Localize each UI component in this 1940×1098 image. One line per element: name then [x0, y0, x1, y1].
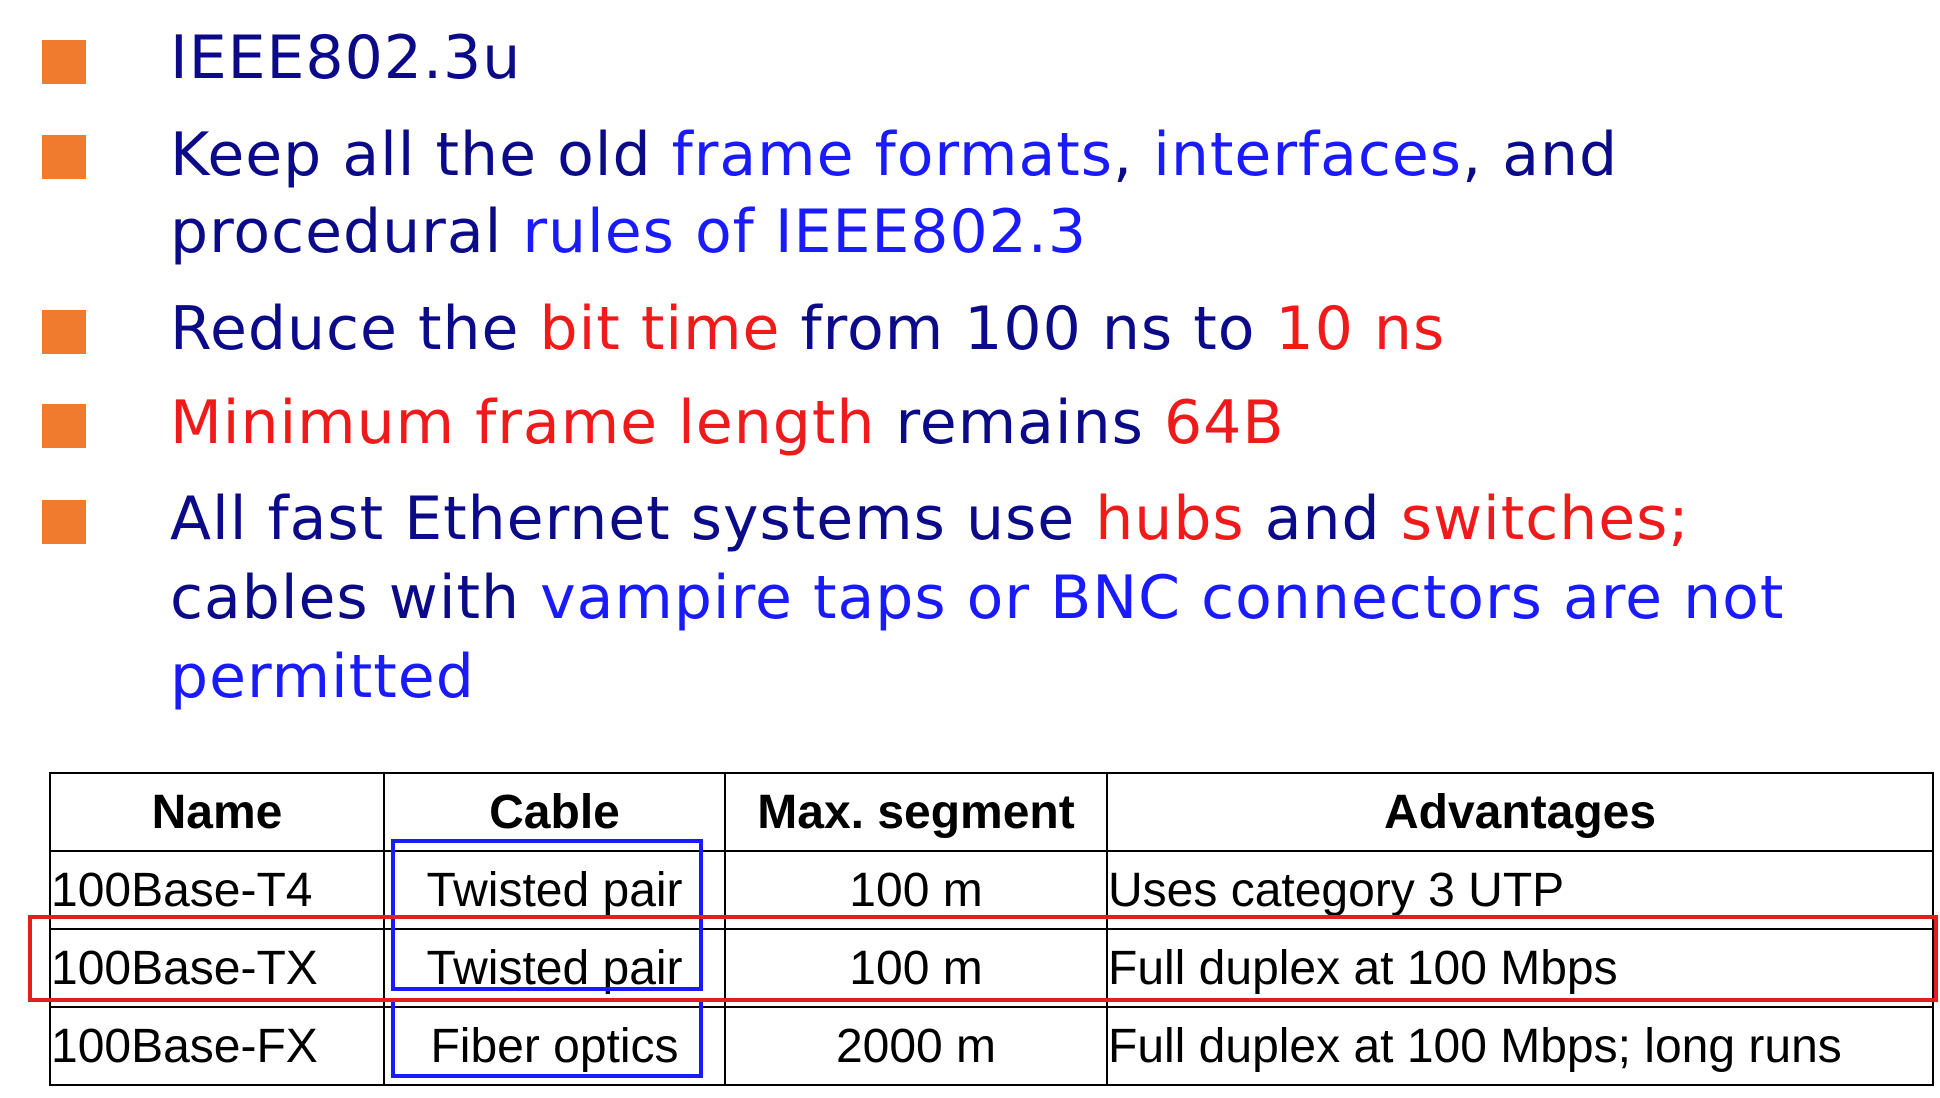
bullet-text-segment: switches;	[1400, 484, 1690, 554]
table-header-row: Name Cable Max. segment Advantages	[49, 772, 1934, 852]
cell-advantages: Full duplex at 100 Mbps; long runs	[1106, 1006, 1934, 1086]
bullet-square-icon	[42, 310, 86, 354]
bullet-text-segment: from 100 ns to	[780, 294, 1276, 364]
bullet-text-segment: and	[1244, 484, 1401, 554]
cell-max-segment: 100 m	[724, 928, 1108, 1008]
cell-cable: Twisted pair	[383, 928, 726, 1008]
bullet-text-segment: 64B	[1163, 388, 1285, 458]
header-advantages: Advantages	[1106, 772, 1934, 852]
bullet-line: permitted	[170, 638, 475, 716]
bullet-square-icon	[42, 500, 86, 544]
bullet-text-segment: interfaces	[1153, 120, 1463, 190]
bullet-square-icon	[42, 404, 86, 448]
cell-name: 100Base-FX	[49, 1006, 385, 1086]
bullet-line: IEEE802.3u	[170, 19, 521, 97]
bullet-square-icon	[42, 40, 86, 84]
cable-highlight-box-fiber	[391, 998, 703, 1078]
table-row: 100Base-FX Fiber optics 2000 m Full dupl…	[49, 1006, 1934, 1086]
row-highlight-box-100base-tx	[28, 915, 1938, 1002]
cell-advantages: Full duplex at 100 Mbps	[1106, 928, 1934, 1008]
header-name: Name	[49, 772, 385, 852]
bullet-text-segment: , and	[1462, 120, 1619, 190]
bullet-line: cables with vampire taps or BNC connecto…	[170, 559, 1784, 637]
bullet-text-segment: remains	[875, 388, 1164, 458]
bullet-text-segment: Keep all the old	[170, 120, 672, 190]
bullet-line: Minimum frame length remains 64B	[170, 384, 1284, 462]
header-max-segment: Max. segment	[724, 772, 1108, 852]
bullet-text-segment: 10 ns	[1275, 294, 1446, 364]
bullet-text-segment: ,	[1113, 120, 1154, 190]
bullet-text-segment: vampire taps or BNC connectors are not	[540, 563, 1785, 633]
bullet-line: All fast Ethernet systems use hubs and s…	[170, 480, 1690, 558]
bullet-text-segment: IEEE802.3u	[170, 23, 522, 93]
bullet-line: Reduce the bit time from 100 ns to 10 ns	[170, 290, 1445, 368]
table-row: 100Base-TX Twisted pair 100 m Full duple…	[49, 928, 1934, 1008]
bullet-text-segment: permitted	[170, 642, 475, 712]
cell-max-segment: 2000 m	[724, 1006, 1108, 1086]
bullet-text-segment: frame formats	[671, 120, 1114, 190]
header-cable: Cable	[383, 772, 726, 852]
bullet-text-segment: Reduce the	[170, 294, 540, 364]
bullet-text-segment: rules of IEEE802.3	[522, 197, 1088, 267]
bullet-line: Keep all the old frame formats, interfac…	[170, 116, 1618, 194]
bullet-text-segment: bit time	[539, 294, 781, 364]
bullet-text-segment: cables with	[170, 563, 541, 633]
bullet-line: procedural rules of IEEE802.3	[170, 193, 1087, 271]
bullet-text-segment: hubs	[1095, 484, 1245, 554]
bullet-square-icon	[42, 135, 86, 179]
cell-name: 100Base-TX	[49, 928, 385, 1008]
cell-cable: Fiber optics	[383, 1006, 726, 1086]
bullet-text-segment: All fast Ethernet systems use	[170, 484, 1096, 554]
bullet-text-segment: Minimum frame length	[170, 388, 876, 458]
bullet-text-segment: procedural	[170, 197, 523, 267]
